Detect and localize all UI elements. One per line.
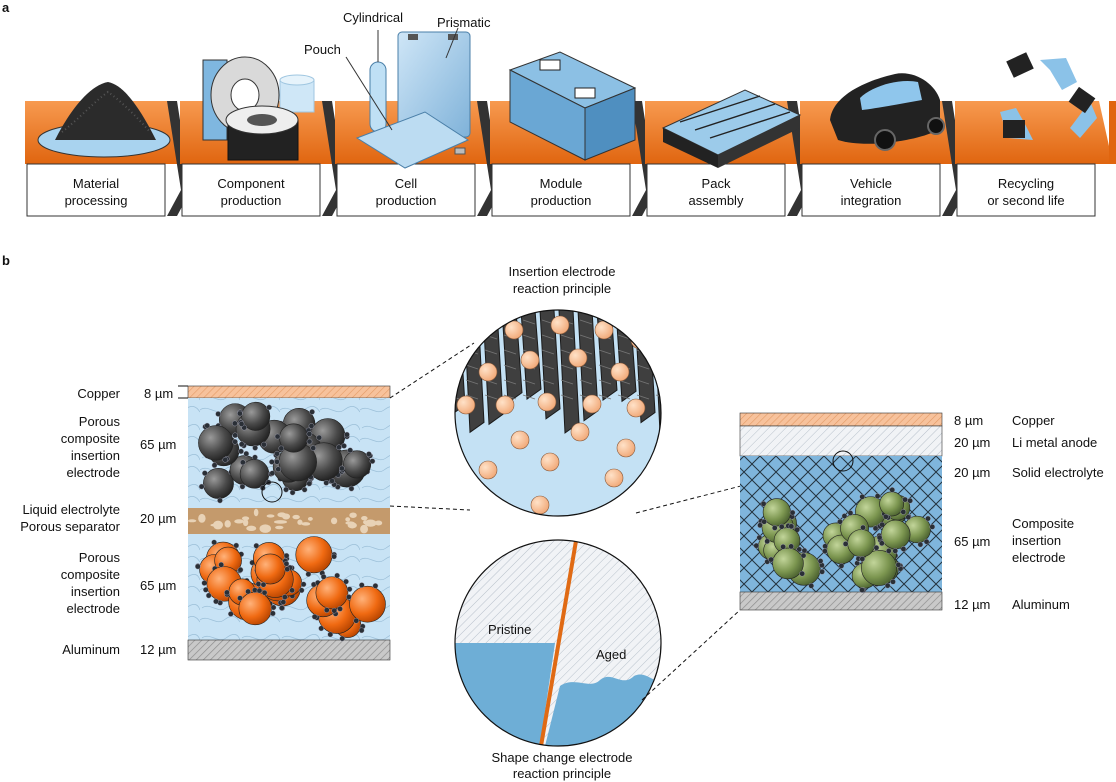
- insertion-title-2: reaction principle: [513, 281, 611, 296]
- left-copper-label: Copper: [77, 386, 120, 401]
- left-anode-thickness: 65 µm: [140, 437, 176, 452]
- right-comp-label-3: electrode: [1012, 550, 1065, 565]
- panel-b-letter: b: [2, 253, 10, 268]
- right-comp-label-1: Composite: [1012, 516, 1074, 531]
- powder-pile-icon: [37, 82, 171, 158]
- prismatic-label: Prismatic: [437, 15, 491, 30]
- left-anode-label-2: composite: [61, 431, 120, 446]
- stage-label-line1: Vehicle: [850, 176, 892, 191]
- right-comp-label-2: insertion: [1012, 533, 1061, 548]
- left-cathode-label-2: composite: [61, 567, 120, 582]
- insertion-title-1: Insertion electrode: [509, 264, 616, 279]
- stage-label-line2: production: [376, 193, 437, 208]
- insertion-zoom-circle: [455, 310, 661, 516]
- right-al-label: Aluminum: [1012, 597, 1070, 612]
- right-solid-label: Solid electrolyte: [1012, 465, 1104, 480]
- stage-label-line2: processing: [65, 193, 128, 208]
- left-copper-thickness: 8 µm: [144, 386, 173, 401]
- left-anode-label-1: Porous: [79, 414, 121, 429]
- shape-title-1: Shape change electrode: [492, 750, 633, 765]
- stage-label-line1: Pack: [702, 176, 731, 191]
- recycle-icon: [1000, 52, 1097, 140]
- stage-label-line1: Material: [73, 176, 119, 191]
- left-aluminum-layer: [187, 639, 391, 661]
- right-comp-thickness: 65 µm: [954, 534, 990, 549]
- left-anode-label-3: insertion: [71, 448, 120, 463]
- right-stack-labels: 8 µm Copper 20 µm Li metal anode 20 µm S…: [954, 413, 1104, 612]
- stage-label-line2: or second life: [987, 193, 1064, 208]
- right-solid-thickness: 20 µm: [954, 465, 990, 480]
- shape-title-2: reaction principle: [513, 766, 611, 781]
- left-cathode-label-4: electrode: [67, 601, 120, 616]
- stage-label-line1: Component: [217, 176, 285, 191]
- left-cathode-thickness: 65 µm: [140, 578, 176, 593]
- left-copper-layer: [187, 385, 391, 399]
- stage-label-line1: Module: [540, 176, 583, 191]
- stage-7: Recycling or second life: [955, 101, 1113, 217]
- right-al-thickness: 12 µm: [954, 597, 990, 612]
- left-stack-labels: Copper 8 µm Porous composite insertion e…: [20, 385, 188, 657]
- car-icon: [830, 73, 945, 151]
- aged-label: Aged: [596, 647, 626, 662]
- right-aluminum-layer: [739, 591, 943, 611]
- foil-roll-icon: [202, 56, 315, 161]
- right-li-label: Li metal anode: [1012, 435, 1097, 450]
- solid-state-cell-stack: [739, 412, 943, 611]
- right-copper-label: Copper: [1012, 413, 1055, 428]
- right-copper-layer: [739, 412, 943, 427]
- pouch-label: Pouch: [304, 42, 341, 57]
- module-icon: [508, 51, 637, 161]
- zoom-connectors: [389, 342, 839, 701]
- stage-label-line2: integration: [841, 193, 902, 208]
- stage-label-line2: production: [221, 193, 282, 208]
- right-copper-thickness: 8 µm: [954, 413, 983, 428]
- left-separator-layer: [188, 508, 390, 534]
- left-cathode-label-3: insertion: [71, 584, 120, 599]
- pristine-label: Pristine: [488, 622, 531, 637]
- pack-icon: [661, 89, 802, 168]
- left-aluminum-label: Aluminum: [62, 642, 120, 657]
- left-separator-label-2: Porous separator: [20, 519, 120, 534]
- cell-formats-icon: Cylindrical Prismatic Pouch: [304, 10, 491, 169]
- liquid-cell-stack: [187, 385, 391, 661]
- stage-label-line2: production: [531, 193, 592, 208]
- stage-label-line2: assembly: [689, 193, 744, 208]
- left-separator-thickness: 20 µm: [140, 511, 176, 526]
- left-anode-label-4: electrode: [67, 465, 120, 480]
- cylindrical-label: Cylindrical: [343, 10, 403, 25]
- shape-change-zoom-circle: [455, 540, 661, 746]
- stage-label-line1: Cell: [395, 176, 418, 191]
- left-separator-label-1: Liquid electrolyte: [22, 502, 120, 517]
- right-li-thickness: 20 µm: [954, 435, 990, 450]
- left-cathode-label-1: Porous: [79, 550, 121, 565]
- panel-a-letter: a: [2, 0, 10, 15]
- stage-label-line1: Recycling: [998, 176, 1054, 191]
- left-aluminum-thickness: 12 µm: [140, 642, 176, 657]
